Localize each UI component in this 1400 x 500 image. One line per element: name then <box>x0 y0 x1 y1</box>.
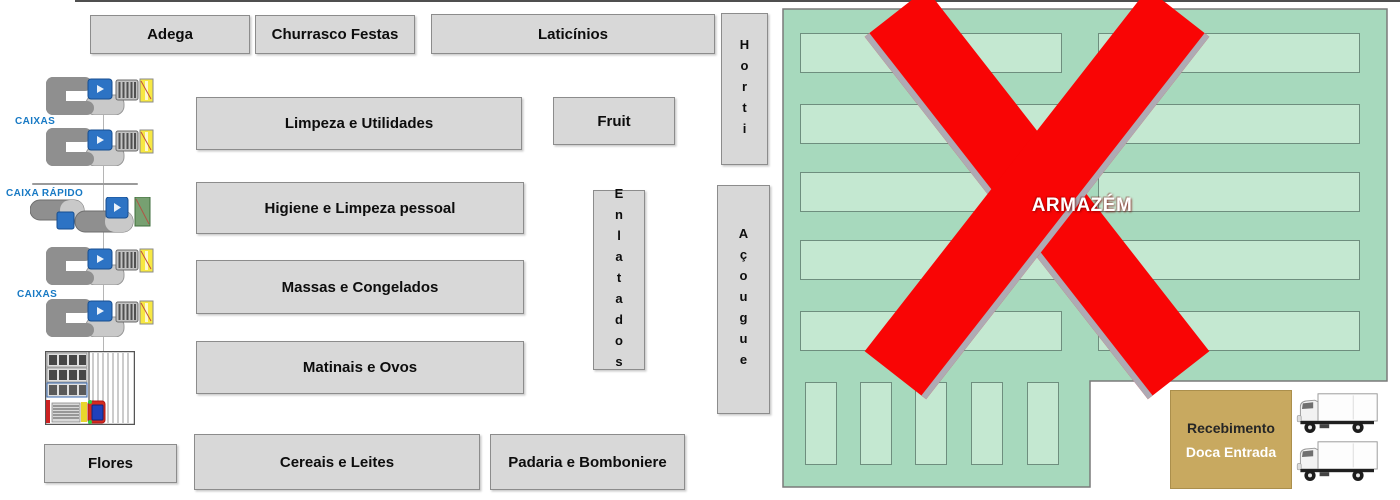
top-border-line <box>75 0 1400 2</box>
warehouse-dock-slot <box>971 382 1003 465</box>
section-flores: Flores <box>44 444 177 483</box>
receiving-dock-entry-label: Doca Entrada <box>1185 443 1277 460</box>
truck-icon <box>1294 390 1382 436</box>
section-padaria-bomboniere: Padaria e Bomboniere <box>490 434 685 490</box>
section-horti: Horti <box>721 13 768 165</box>
receiving-label: Recebimento <box>1187 419 1275 436</box>
section-limpeza-utilidades: Limpeza e Utilidades <box>196 97 522 150</box>
checkout-register-icon <box>46 247 154 285</box>
caixas-top-label: CAIXAS <box>15 116 56 127</box>
warehouse-dock-slot <box>805 382 837 465</box>
section-enlatados: Enlatados <box>593 186 645 375</box>
section-massas-congelados: Massas e Congelados <box>196 260 524 314</box>
section-higiene-limpeza-pessoal: Higiene e Limpeza pessoal <box>196 182 524 234</box>
section-churrasco-festas: Churrasco Festas <box>255 15 415 54</box>
warehouse-dock-slot <box>915 382 947 465</box>
section-cereais-leites: Cereais e Leites <box>194 434 480 490</box>
receiving-dock-box: Recebimento Doca Entrada <box>1170 390 1292 489</box>
checkout-register-icon <box>46 77 154 115</box>
storage-rack-icon <box>45 351 135 425</box>
checkout-divider-line <box>32 183 138 185</box>
section-matinais-ovos: Matinais e Ovos <box>196 341 524 394</box>
warehouse-dock-slot <box>860 382 892 465</box>
checkout-register-icon <box>46 299 154 337</box>
caixas-bottom-label: CAIXAS <box>17 289 58 300</box>
section-adega: Adega <box>90 15 250 54</box>
section-acougue: Açougue <box>717 185 770 414</box>
warehouse-label: ARMAZÉM <box>1031 195 1133 216</box>
checkout-register-icon <box>46 128 154 166</box>
express-checkout-icon <box>30 197 155 233</box>
caixa-rapido-label: CAIXA RÁPIDO <box>6 188 84 199</box>
warehouse-dock-slot <box>1027 382 1059 465</box>
truck-icon <box>1294 438 1382 484</box>
section-laticinios: Laticínios <box>431 14 715 54</box>
warehouse-shelf-row <box>1098 172 1360 212</box>
section-fruit: Fruit <box>553 97 675 145</box>
